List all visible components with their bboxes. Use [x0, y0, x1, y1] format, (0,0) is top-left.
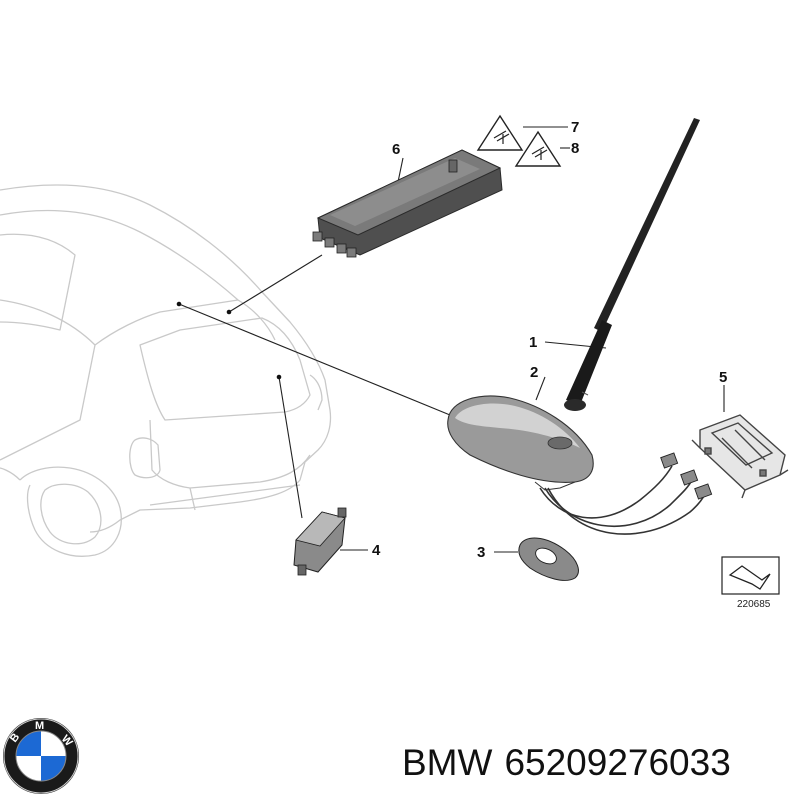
svg-text:M: M [35, 720, 44, 732]
leader-dots [176, 301, 282, 380]
bmw-logo: B M W [3, 718, 79, 794]
warning-triangle-7 [476, 114, 524, 151]
callout-4: 4 [372, 542, 381, 559]
callout-3: 3 [477, 544, 485, 561]
seal [518, 537, 579, 581]
cable-connectors [660, 452, 713, 500]
antenna-rod [564, 118, 700, 411]
reference-number: 220685 [737, 599, 771, 610]
warning-triangle-8 [514, 130, 562, 167]
reference-box [721, 556, 780, 595]
antenna-cables [539, 465, 706, 535]
callout-1: 1 [529, 334, 537, 351]
car-outline [0, 184, 332, 557]
callout-2: 2 [530, 364, 538, 381]
callout-5: 5 [719, 369, 727, 386]
callout-7: 7 [571, 119, 579, 136]
amplifier-module [312, 149, 503, 258]
filter-module [293, 507, 347, 576]
antenna-base [447, 395, 594, 491]
callout-8: 8 [571, 140, 579, 157]
part-number: 65209276033 [504, 742, 731, 783]
brand-name: BMW [402, 742, 493, 783]
part-caption: BMW 65209276033 [402, 738, 794, 788]
callout-6: 6 [392, 141, 400, 158]
bracket [691, 414, 789, 499]
